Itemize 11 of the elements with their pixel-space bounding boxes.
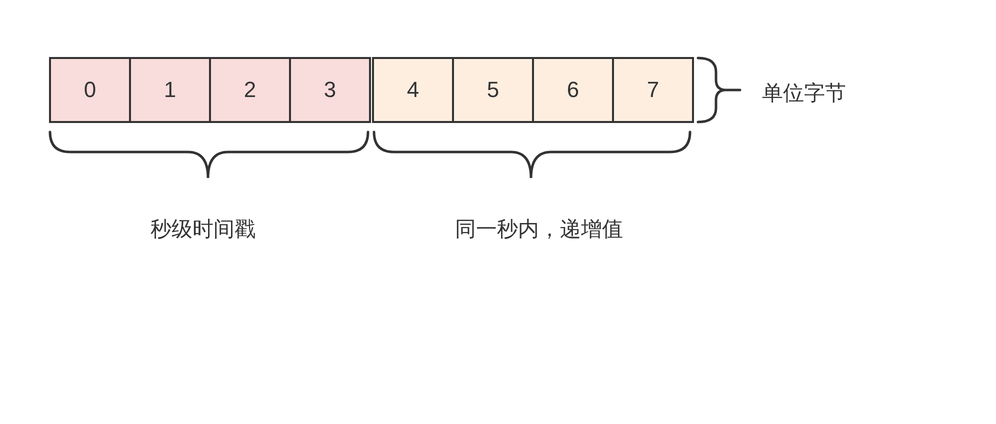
- byte-box: 4: [372, 57, 454, 123]
- byte-box: 1: [129, 57, 211, 123]
- byte-box: 0: [49, 57, 131, 123]
- byte-box: 3: [289, 57, 371, 123]
- byte-box: 6: [532, 57, 614, 123]
- byte-box: 2: [209, 57, 291, 123]
- brace-label: 秒级时间戳: [150, 216, 256, 243]
- byte-box: 5: [452, 57, 534, 123]
- brace-label: 同一秒内，递增值: [455, 216, 623, 243]
- unit-label: 单位字节: [762, 80, 846, 107]
- byte-box: 7: [612, 57, 694, 123]
